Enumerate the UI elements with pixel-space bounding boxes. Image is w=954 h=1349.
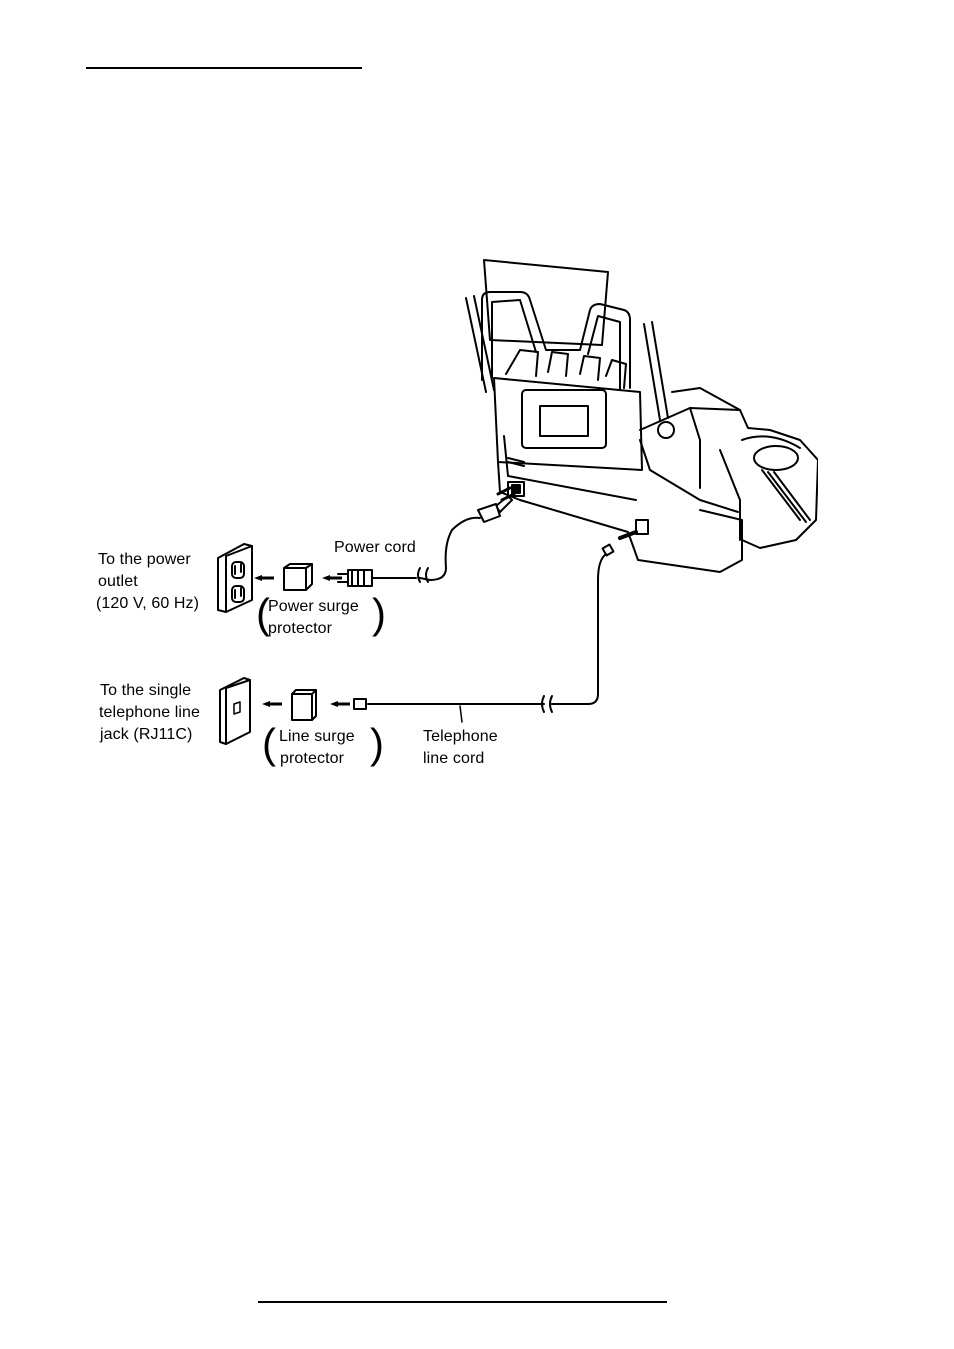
- top-rule: [86, 67, 362, 69]
- line-surge-paren-close: ): [370, 722, 384, 766]
- power-outlet-label-line1: To the power: [98, 549, 191, 571]
- power-surge-label-line1: Power surge: [268, 596, 359, 618]
- power-cord-label: Power cord: [334, 537, 416, 559]
- line-surge-label-line1: Line surge: [279, 726, 355, 748]
- telephone-line-cord-label-line2: line cord: [423, 748, 484, 770]
- fax-machine-illustration: [466, 260, 818, 572]
- telephone-jack-label-line2: telephone line: [99, 702, 200, 724]
- telephone-line-cord: [354, 532, 636, 722]
- telephone-jack-label-line3: jack (RJ11C): [100, 724, 192, 746]
- connection-diagram: [96, 258, 818, 768]
- bottom-rule: [258, 1301, 667, 1303]
- line-surge-paren-open: (: [262, 722, 276, 766]
- phone-jack-icon: [220, 678, 250, 744]
- power-surge-label-line2: protector: [268, 618, 332, 640]
- telephone-line-cord-label-line1: Telephone: [423, 726, 498, 748]
- surge-protector-icon: [284, 564, 312, 590]
- power-outlet-icon: [218, 544, 252, 612]
- line-surge-label-line2: protector: [280, 748, 344, 770]
- power-outlet-label-line2: outlet: [98, 571, 138, 593]
- power-plug-icon: [338, 570, 372, 586]
- power-surge-paren-close: ): [372, 592, 386, 636]
- power-outlet-label-line3: (120 V, 60 Hz): [96, 593, 199, 615]
- power-cord: [372, 488, 514, 582]
- telephone-jack-label-line1: To the single: [100, 680, 191, 702]
- surge-protector-icon: [292, 690, 316, 720]
